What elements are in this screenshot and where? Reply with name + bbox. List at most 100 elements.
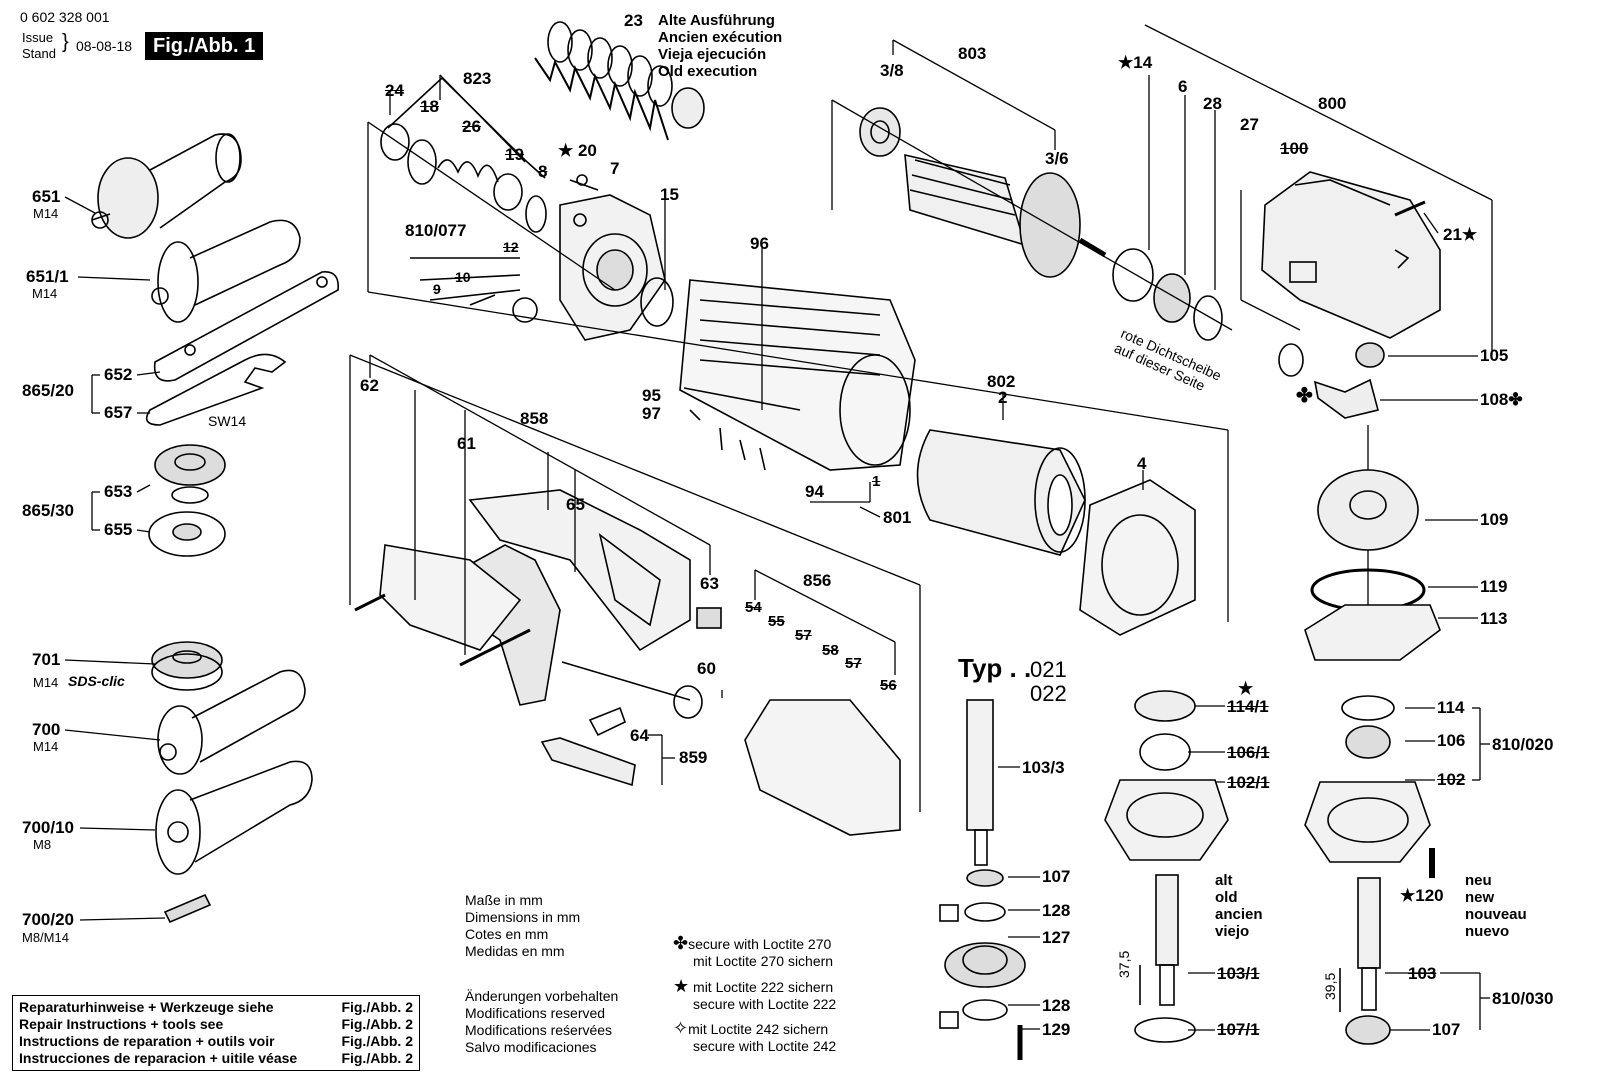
sds-clic-nut-701 (151, 641, 223, 691)
part-102: 102 (1437, 770, 1466, 789)
part-28: 28 (1203, 94, 1222, 113)
part-803: 803 (958, 44, 987, 63)
part-802: 802 (987, 372, 1016, 391)
part-2: 2 (998, 388, 1008, 407)
auxiliary-handle-651 (91, 133, 242, 239)
bearing-3-8 (859, 107, 901, 157)
part-801: 801 (883, 508, 912, 527)
handle-700-10 (155, 760, 313, 875)
part-57b: 57 (845, 655, 862, 672)
bearing-flange-7 (559, 174, 666, 341)
stand-label: Stand (22, 46, 56, 61)
part-800: 800 (1318, 94, 1347, 113)
sds-clic-label: SDS-clic (68, 673, 125, 689)
part-97: 97 (642, 404, 661, 423)
pinion-108 (1278, 342, 1385, 419)
part-108: 108✤ (1480, 390, 1523, 409)
part-26: 26 (462, 117, 481, 136)
part-114-1: 114/1 (1227, 697, 1269, 716)
wrench-size: SW14 (208, 413, 247, 429)
star-114-1: ★ (1238, 679, 1254, 698)
part-9: 9 (433, 281, 441, 297)
part-655: 655 (104, 520, 133, 539)
ref-row: Instrucciones de reparacion + uitile véa… (19, 1050, 413, 1066)
part-651-1: 651/1 (26, 267, 69, 286)
part-60: 60 (697, 659, 716, 678)
part-57: 57 (795, 627, 812, 644)
part-653: 653 (104, 482, 133, 501)
thread-651: M14 (33, 206, 59, 221)
document-number: 0 602 328 001 (20, 9, 110, 25)
loctite-270-note: ✤secure with Loctite 270 mit Loctite 270… (673, 933, 834, 969)
part-700: 700 (32, 720, 61, 739)
part-129: 129 (1042, 1020, 1071, 1039)
spindle-assembly-old (1104, 690, 1229, 1043)
adapter-700-20 (163, 893, 212, 924)
thread-700-20: M8/M14 (22, 930, 69, 945)
gear-housing-800 (1261, 171, 1441, 339)
part-105: 105 (1480, 346, 1509, 365)
part-62: 62 (360, 376, 379, 395)
figure-label: Fig./Abb. 1 (145, 32, 264, 60)
wrench (145, 271, 339, 426)
part-58: 58 (822, 642, 839, 659)
part-652: 652 (104, 365, 133, 384)
thread-701: M14 (33, 675, 59, 690)
part-4: 4 (1137, 454, 1147, 473)
armature-803 (904, 153, 1107, 278)
bracket-glyph: } (62, 31, 69, 53)
part-113: 113 (1480, 609, 1508, 628)
part-27: 27 (1240, 115, 1259, 134)
plate-113 (1304, 604, 1441, 661)
part-119: 119 (1480, 577, 1508, 596)
part-3-8: 3/8 (880, 61, 904, 80)
thread-651-1: M14 (32, 286, 58, 301)
parts-810-077 (410, 257, 538, 323)
part-100: 100 (1280, 139, 1309, 158)
part-128b: 128 (1042, 996, 1071, 1015)
part-3-6: 3/6 (1045, 149, 1069, 168)
part-8: 8 (538, 162, 548, 181)
loctite-242-note: ✧mit Loctite 242 sichern secure with Loc… (673, 1018, 837, 1054)
part-103-1: 103/1 (1217, 964, 1260, 983)
part-20-star: ★ 20 (558, 141, 597, 160)
part-15: 15 (660, 185, 679, 204)
part-127: 127 (1042, 928, 1071, 947)
part-6: 6 (1178, 77, 1188, 96)
motor-housing-96 (679, 279, 916, 471)
part-700-20: 700/20 (22, 910, 74, 929)
part-61: 61 (457, 434, 476, 453)
part-95: 95 (642, 386, 661, 405)
bevel-gear-109 (1317, 469, 1419, 551)
dimension-37-5: 37,5 (1116, 950, 1132, 978)
auxiliary-handle-651-1 (151, 219, 301, 323)
loctite-222-note: ★ mit Loctite 222 sichern secure with Lo… (673, 976, 837, 1012)
part-651: 651 (32, 187, 61, 206)
part-94: 94 (805, 482, 824, 501)
part-858: 858 (520, 409, 549, 428)
part-14-star: ★14 (1118, 53, 1153, 72)
part-102-1: 102/1 (1227, 773, 1270, 792)
part-65: 65 (566, 495, 585, 514)
part-120-star: ★120 (1400, 886, 1444, 905)
part-865-20: 865/20 (22, 381, 74, 400)
part-114: 114 (1437, 698, 1465, 717)
issue-date: 08-08-18 (76, 38, 133, 54)
part-63: 63 (700, 574, 719, 593)
part-859: 859 (679, 748, 708, 767)
part-810-077: 810/077 (405, 221, 467, 240)
flange-nut-653 (154, 444, 226, 504)
part-810-030: 810/030 (1492, 989, 1554, 1008)
screws-95-97-94 (683, 387, 801, 471)
dimension-39-5: 39,5 (1322, 972, 1338, 1000)
leader-lines (64, 24, 1493, 1031)
loctite-270-symbol: ✤ (1296, 385, 1313, 407)
